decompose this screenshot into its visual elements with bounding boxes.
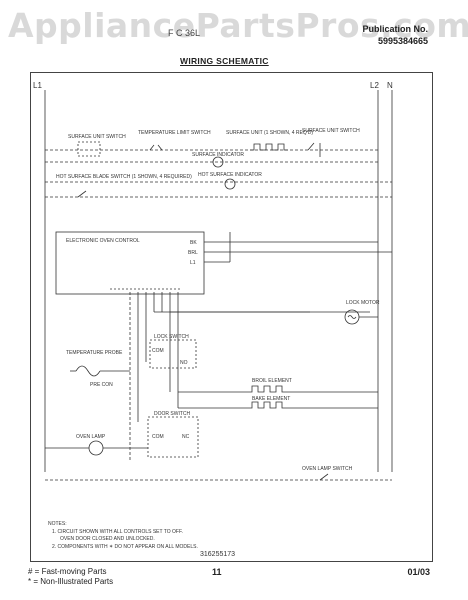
- surface-unit-element: [250, 143, 288, 151]
- lock-motor-label: LOCK MOTOR: [346, 300, 380, 306]
- note-1: 1. CIRCUIT SHOWN WITH ALL CONTROLS SET T…: [52, 529, 183, 535]
- oven-lamp-switch-label: OVEN LAMP SWITCH: [302, 466, 353, 472]
- pre-con-label: PRE CON: [90, 382, 113, 388]
- hot-surface-blade-switch-label: HOT SURFACE BLADE SWITCH (1 SHOWN, 4 REQ…: [56, 174, 192, 180]
- surface-unit-switch-left-label: SURFACE UNIT SWITCH: [68, 134, 126, 140]
- oven-lamp-label: OVEN LAMP: [76, 434, 106, 440]
- model-number: F C 36L: [168, 28, 201, 38]
- temperature-limit-switch-label: TEMPERATURE LIMIT SWITCH: [138, 130, 211, 136]
- legend-non-illustrated: * = Non-Illustrated Parts: [28, 577, 114, 586]
- oven-lamp-switch-symbol: [319, 473, 329, 481]
- surface-unit-switch-right: [307, 142, 321, 157]
- broil-element-symbol: [248, 385, 286, 393]
- hot-surface-blade-switch: [77, 190, 87, 198]
- rail-n: N: [387, 81, 393, 90]
- schematic-frame: [30, 72, 433, 562]
- door-switch-label: DOOR SWITCH: [154, 411, 190, 417]
- bake-element-label: BAKE ELEMENT: [252, 396, 290, 402]
- publication-label: Publication No.: [362, 24, 428, 34]
- door-switch-box: [147, 416, 199, 458]
- surface-unit-switch-left: [77, 141, 101, 157]
- rail-l1: L1: [33, 81, 42, 90]
- note-1b: OVEN DOOR CLOSED AND UNLOCKED.: [60, 536, 155, 542]
- page-number: 11: [212, 567, 222, 577]
- brl-terminal-label: BRL: [188, 250, 198, 256]
- limit-switch-contacts: [149, 144, 163, 151]
- wiring-schematic: L1 L2 N SURFACE UNIT SWITCH TEMPERATURE …: [33, 81, 393, 558]
- page-title: WIRING SCHEMATIC: [180, 56, 269, 66]
- hot-surface-indicator-label: HOT SURFACE INDICATOR: [198, 172, 262, 178]
- footer-date: 01/03: [407, 567, 430, 577]
- surface-unit-label: SURFACE UNIT (1 SHOWN, 4 REQ'D): [226, 130, 313, 136]
- electronic-oven-control-label: ELECTRONIC OVEN CONTROL: [66, 238, 140, 244]
- hot-surface-indicator-lamp: [224, 178, 236, 190]
- temperature-probe-label: TEMPERATURE PROBE: [66, 350, 123, 356]
- legend-fast-moving: # = Fast-moving Parts: [28, 567, 107, 576]
- surface-indicator-label: SURFACE INDICATOR: [192, 152, 244, 158]
- lock-switch-label: LOCK SWITCH: [154, 334, 189, 340]
- temperature-probe-symbol: [75, 365, 101, 377]
- lock-switch-com-label: COM: [152, 348, 164, 354]
- lock-switch-no-label: NO: [180, 360, 188, 366]
- door-switch-com-label: COM: [152, 434, 164, 440]
- surface-unit-switch-right-label: SURFACE UNIT SWITCH: [302, 128, 360, 134]
- bake-element-symbol: [248, 401, 286, 409]
- surface-indicator-lamp: [212, 156, 224, 168]
- rail-l2: L2: [370, 81, 379, 90]
- l1-terminal-label: L1: [190, 260, 196, 266]
- note-2: 2. COMPONENTS WITH ✶ DO NOT APPEAR ON AL…: [52, 544, 198, 550]
- notes-heading: NOTES:: [48, 521, 67, 527]
- broil-element-label: BROIL ELEMENT: [252, 378, 292, 384]
- watermark: AppliancePartsPros.com: [8, 6, 468, 45]
- bk-terminal-label: BK: [190, 240, 197, 246]
- footer-legend: # = Fast-moving Parts * = Non-Illustrate…: [28, 567, 113, 587]
- oven-lamp-symbol: [88, 440, 104, 456]
- door-switch-nc-label: NC: [182, 434, 190, 440]
- drawing-number: 316255173: [200, 551, 235, 558]
- publication-number: 5995384665: [377, 36, 428, 46]
- lock-switch-box: [149, 339, 197, 369]
